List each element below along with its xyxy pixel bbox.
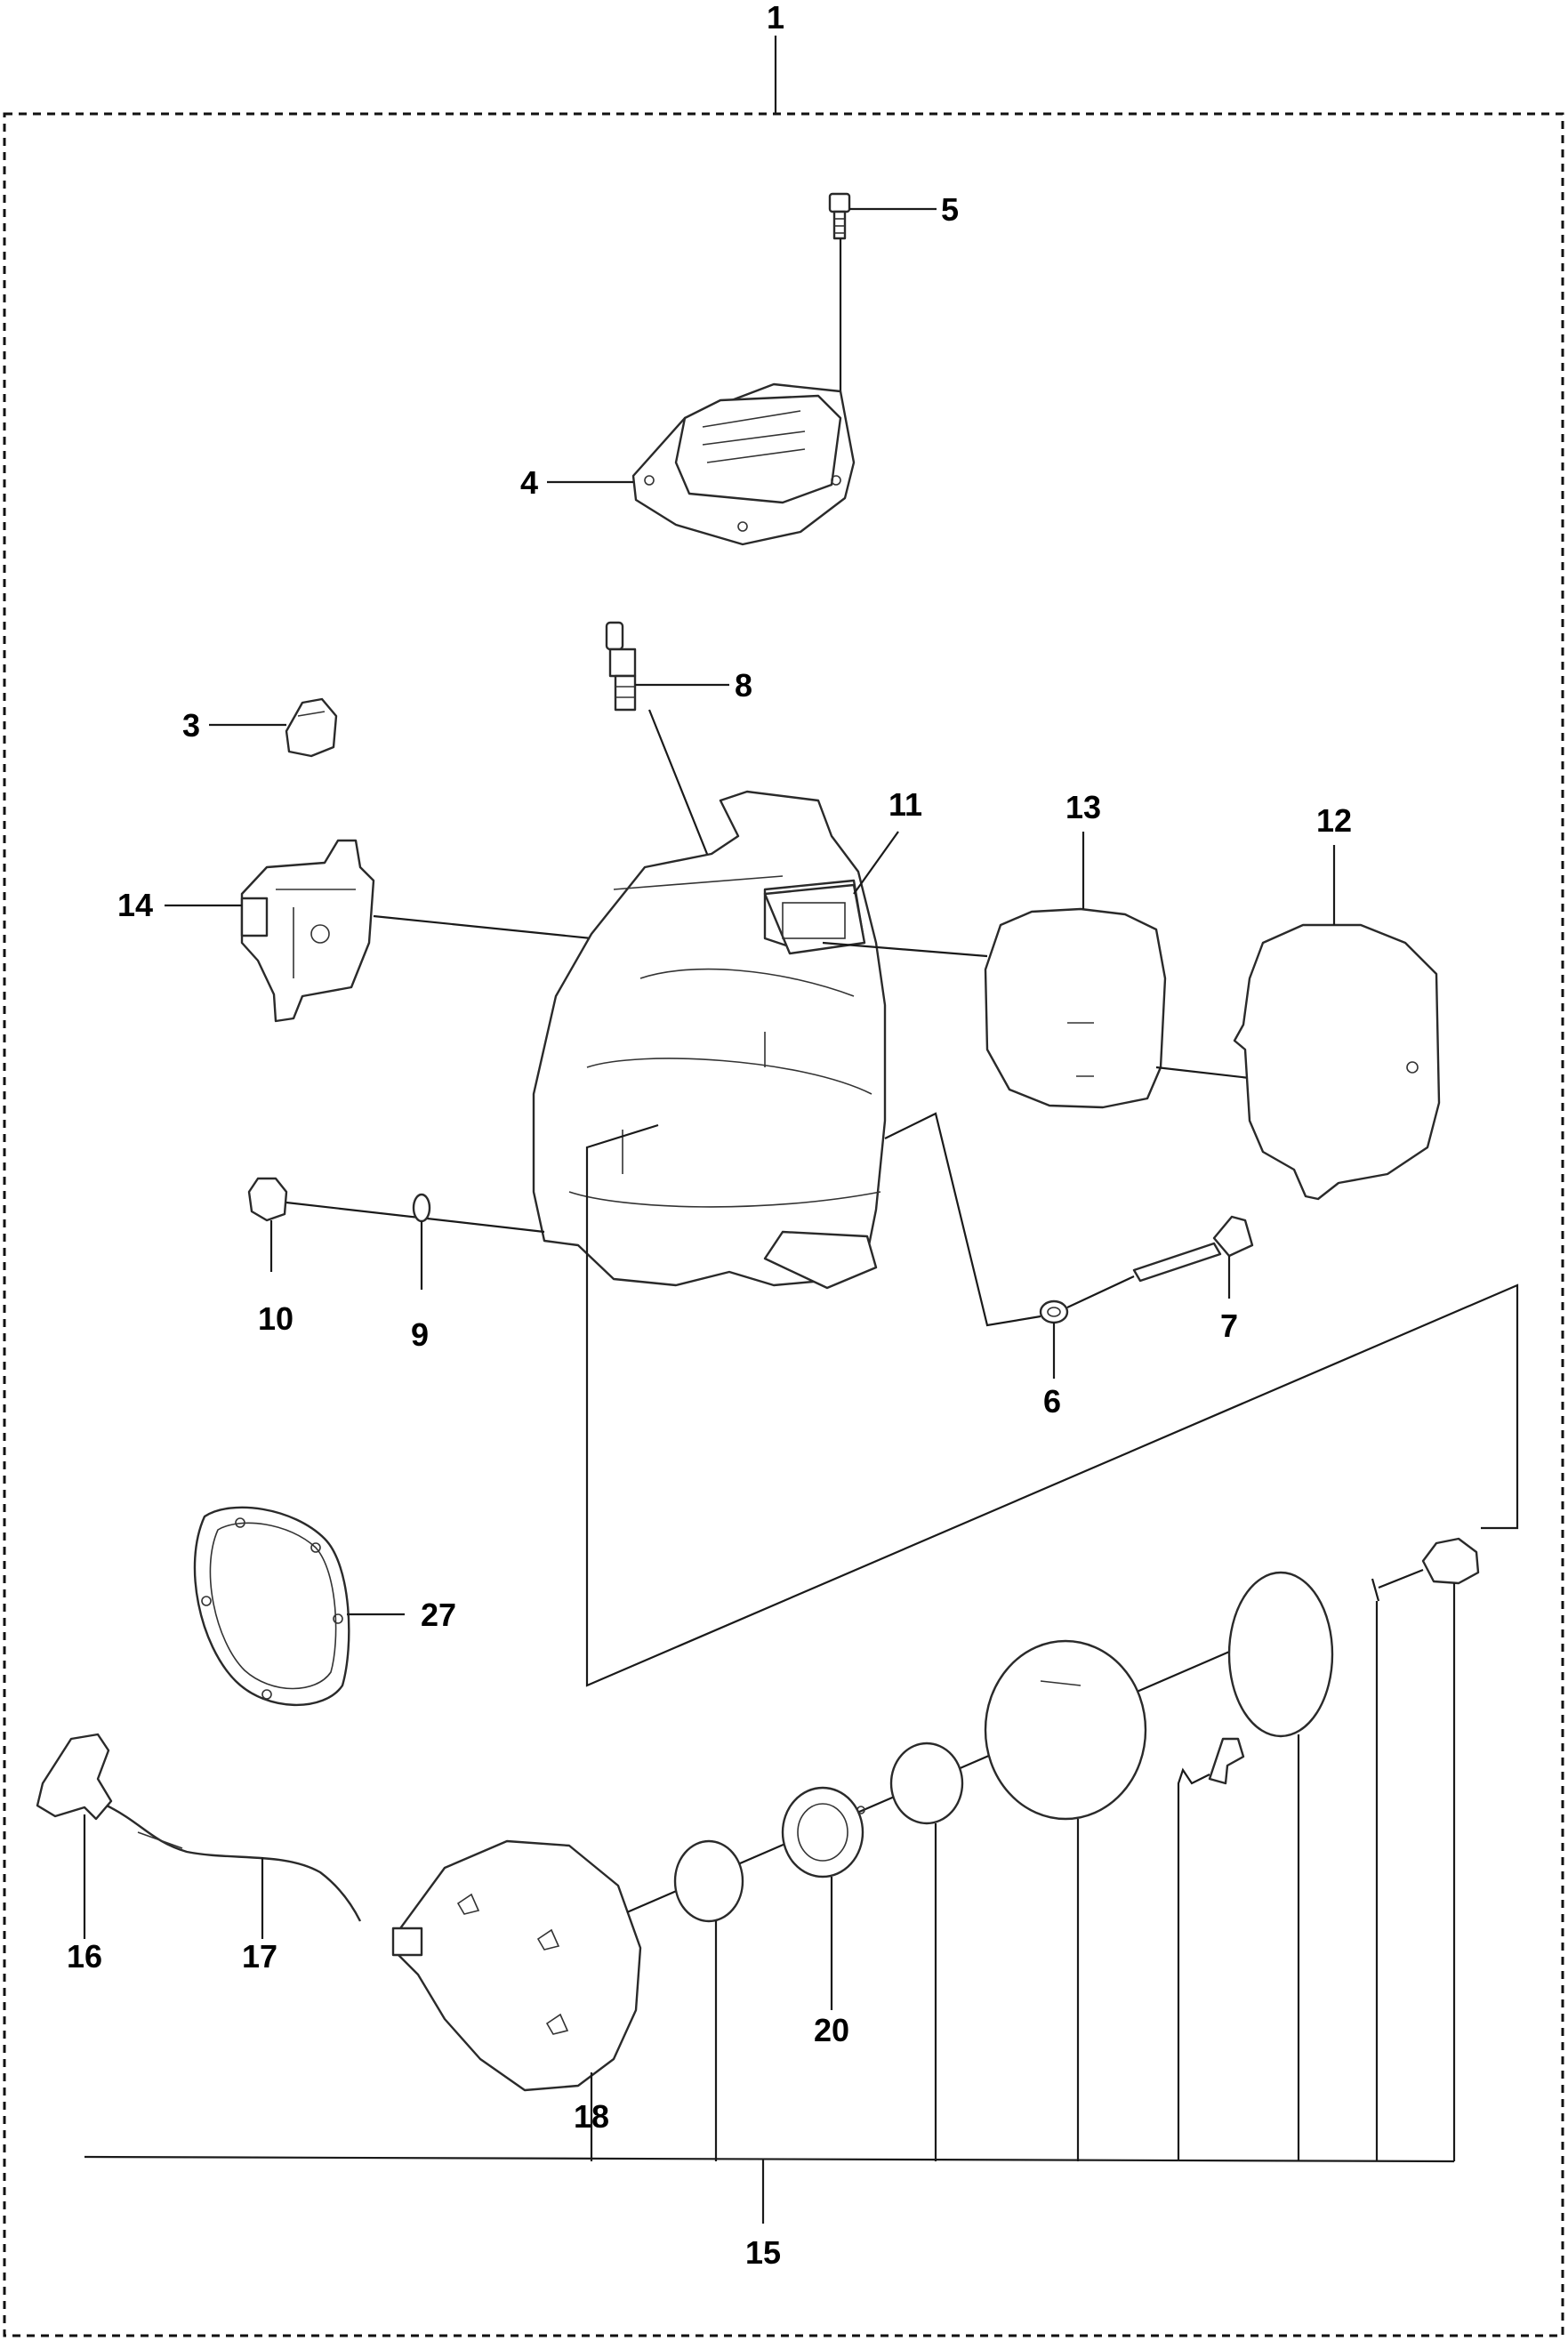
callout-11: 11: [889, 786, 922, 823]
part-recoil-disc: [984, 1639, 1147, 1821]
callout-10: 10: [258, 1300, 293, 1337]
leader-14-to-engine: [373, 914, 592, 940]
callout-9: 9: [411, 1316, 429, 1353]
part-cap: [285, 697, 338, 758]
part-bolt: [828, 192, 851, 240]
leader-11: [853, 831, 899, 895]
callout-14: 14: [117, 887, 153, 923]
leader-pawl: [1177, 1767, 1210, 2161]
part-air-filter-cover: [1233, 923, 1441, 1201]
callout-4: 4: [520, 464, 538, 501]
callout-18: 18: [574, 2098, 609, 2135]
callout-20: 20: [814, 2012, 849, 2048]
part-gasket: [763, 883, 866, 955]
part-pulley: [781, 1786, 865, 1878]
callout-5: 5: [941, 191, 959, 228]
callout-8: 8: [735, 667, 752, 704]
part-spark-plug: [605, 621, 637, 712]
part-carburetor: [240, 839, 375, 1023]
assembly-frame: [3, 112, 1564, 2337]
part-starter-rope: [106, 1804, 362, 1922]
leader-pin-to-nut: [1378, 1568, 1424, 1589]
part-o-ring: [412, 1193, 431, 1223]
part-starter-gasket: [193, 1506, 350, 1707]
part-starter-handle: [36, 1733, 113, 1821]
callout-1: 1: [767, 0, 784, 36]
leader-6-to-engine: [884, 1112, 1041, 1327]
callout-13: 13: [1065, 789, 1101, 825]
part-spring-disc: [673, 1839, 744, 1923]
part-cover-disc: [1227, 1571, 1334, 1738]
rope-grip-sleeve: [137, 1831, 183, 1849]
callout-17: 17: [242, 1938, 277, 1975]
part-pin: [1371, 1578, 1380, 1602]
part-seal: [1039, 1299, 1069, 1324]
part-filter-element: [984, 907, 1167, 1109]
part-starter-housing: [391, 1839, 642, 2092]
leader-13-to-12: [1155, 1066, 1250, 1080]
leader-starter-group-bracket: [585, 1123, 1519, 1687]
callout-3: 3: [182, 707, 200, 744]
callout-27: 27: [421, 1597, 456, 1633]
part-washer-disc: [889, 1742, 964, 1825]
leader-11-to-13: [822, 941, 988, 958]
callout-12: 12: [1316, 802, 1352, 839]
callout-6: 6: [1043, 1383, 1061, 1420]
part-dipstick: [1132, 1215, 1254, 1283]
part-cover-plate: [631, 382, 856, 546]
leader-6-to-7: [1066, 1275, 1135, 1308]
part-nut: [1421, 1537, 1480, 1585]
callout-16: 16: [67, 1938, 102, 1975]
callout-7: 7: [1220, 1307, 1238, 1344]
callout-15: 15: [745, 2234, 781, 2271]
part-drain-plug: [247, 1177, 288, 1222]
leader-15-baseline: [84, 2155, 1455, 2163]
part-pawl: [1208, 1737, 1245, 1785]
